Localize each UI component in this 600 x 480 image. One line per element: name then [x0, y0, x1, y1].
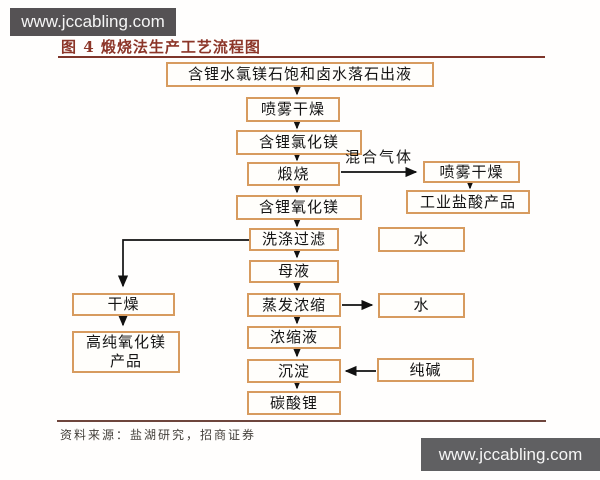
mixed-gas-label: 混合气体 — [345, 148, 414, 166]
node-li-magnesium-chloride: 含锂氯化镁 — [236, 130, 362, 155]
node-concentrated-liquid: 浓缩液 — [247, 326, 341, 349]
node-water-2: 水 — [378, 293, 465, 318]
node-drying: 干燥 — [72, 293, 175, 316]
watermark-bottom: www.jccabling.com — [421, 438, 600, 471]
node-wash-filter: 洗涤过滤 — [249, 228, 339, 251]
node-li-magnesium-oxide: 含锂氧化镁 — [236, 195, 362, 220]
node-precipitation: 沉淀 — [247, 359, 341, 383]
node-lithium-carbonate: 碳酸锂 — [247, 391, 341, 415]
node-water-1: 水 — [378, 227, 465, 252]
node-spray-drying-2: 喷雾干燥 — [423, 161, 520, 183]
node-spray-drying-1: 喷雾干燥 — [246, 97, 340, 122]
title-underline — [58, 56, 545, 58]
node-calcination: 煅烧 — [247, 162, 340, 186]
watermark-top: www.jccabling.com — [10, 8, 176, 36]
footer-rule — [57, 420, 546, 422]
arrow-washfilter-to-drying — [117, 239, 249, 288]
figure-title: 图 4 煅烧法生产工艺流程图 — [61, 38, 261, 56]
node-high-purity-mgo-product: 高纯氧化镁产品 — [72, 331, 180, 373]
node-mother-liquor: 母液 — [249, 260, 339, 283]
node-evaporation-concentration: 蒸发浓缩 — [247, 293, 341, 317]
node-soda-ash: 纯碱 — [377, 358, 474, 382]
node-industrial-hcl-product: 工业盐酸产品 — [406, 190, 530, 214]
source-note: 资料来源：盐湖研究，招商证券 — [60, 428, 257, 442]
node-feed-brine: 含锂水氯镁石饱和卤水落石出液 — [166, 62, 434, 87]
